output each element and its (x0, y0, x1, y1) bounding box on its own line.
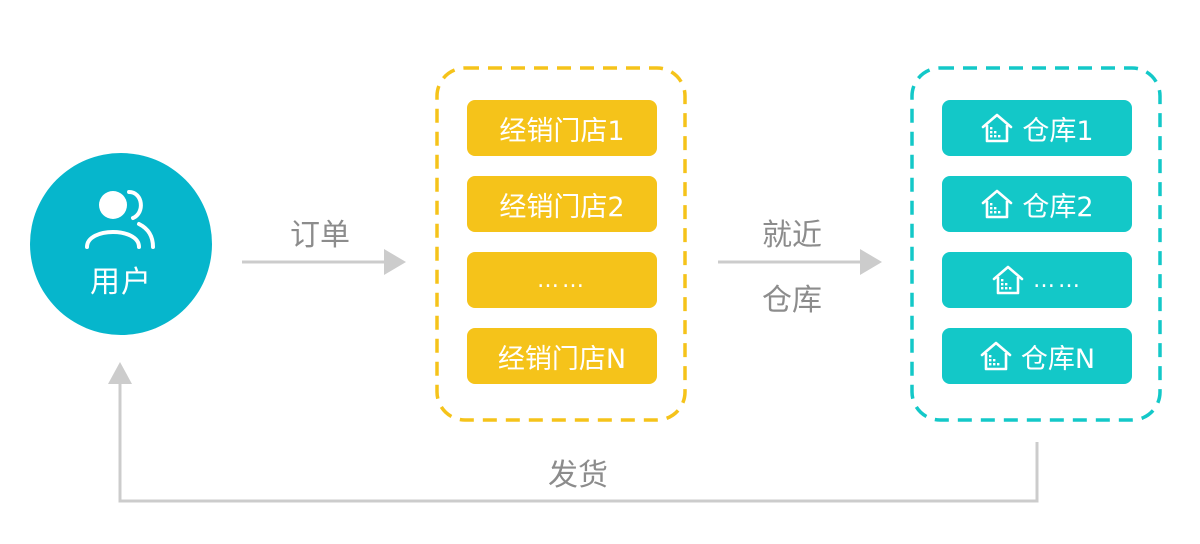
order-arrow (242, 249, 406, 275)
warehouse-label: …… (1033, 267, 1083, 293)
warehouse-icon (980, 341, 1012, 371)
warehouse-node: 仓库2 (942, 176, 1132, 232)
dealer-label: 经销门店1 (499, 115, 625, 147)
warehouse-icon (992, 265, 1024, 295)
nearest-label-line1: 就近 (762, 218, 822, 253)
warehouse-node: 仓库1 (942, 100, 1132, 156)
dealer-label: 经销门店N (497, 343, 627, 375)
dealer-node: 经销门店2 (467, 176, 657, 232)
dealer-label: …… (537, 267, 587, 293)
user-label: 用户 (90, 265, 152, 300)
warehouse-label: 仓库1 (1022, 115, 1094, 147)
dealer-node: 经销门店1 (467, 100, 657, 156)
nearest-warehouse-arrow (718, 249, 882, 275)
order-label: 订单 (290, 218, 350, 253)
warehouse-label: 仓库N (1020, 343, 1096, 375)
ship-arrow (108, 362, 1039, 503)
warehouse-label: 仓库2 (1022, 191, 1094, 223)
warehouse-icon (982, 113, 1013, 143)
dealer-label: 经销门店2 (499, 191, 625, 223)
warehouse-node: 仓库N (942, 328, 1132, 384)
users-icon (85, 190, 155, 249)
dealer-node: …… (467, 252, 657, 308)
warehouse-group-border (910, 66, 1162, 422)
dealer-node: 经销门店N (467, 328, 657, 384)
warehouse-node: …… (942, 252, 1132, 308)
dealer-group-border (435, 66, 687, 422)
user-node: 用户 (30, 153, 212, 335)
ship-label: 发货 (548, 458, 608, 493)
warehouse-icon (982, 189, 1013, 219)
nearest-label-line2: 仓库 (762, 283, 822, 318)
